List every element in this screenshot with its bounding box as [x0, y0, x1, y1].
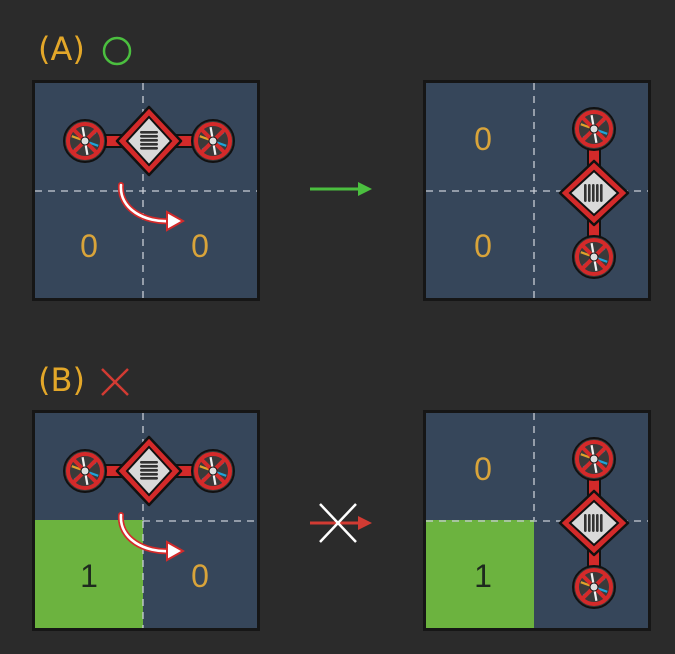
cell-value-left-bottom: 0	[474, 228, 492, 264]
rotor-icon	[191, 449, 235, 493]
rotor-icon	[63, 449, 107, 493]
occupied-cell	[426, 520, 534, 628]
rotor-icon	[63, 119, 107, 163]
rotor-icon	[572, 437, 616, 481]
cell-value-left-top: 0	[474, 451, 492, 487]
drone-icon	[63, 435, 235, 507]
row-a-label: (A)	[38, 33, 85, 65]
panel-b-before: 1 0	[32, 410, 260, 631]
cell-value-right-bottom: 0	[191, 228, 209, 264]
panel-a-before: 0 0	[32, 80, 260, 301]
rotor-icon	[572, 565, 616, 609]
cell-value-right-bottom: 0	[191, 558, 209, 594]
row-b-label: (B)	[38, 364, 85, 396]
panel-a-after: 0 0	[423, 80, 651, 301]
cross-icon	[101, 368, 129, 396]
crossed-arrow-icon	[310, 503, 372, 543]
occupied-cell	[35, 520, 143, 628]
panel-b-after: 0 1	[423, 410, 651, 631]
cell-value-left-bottom: 0	[80, 228, 98, 264]
cell-value-left-top: 0	[474, 121, 492, 157]
rotor-icon	[572, 107, 616, 151]
drone-icon	[558, 107, 630, 279]
rotation-arrow-icon	[117, 512, 185, 562]
rotor-icon	[191, 119, 235, 163]
grid-lines	[35, 83, 257, 298]
drone-icon	[558, 437, 630, 609]
row-b-label-text: (B)	[38, 361, 85, 399]
rotor-icon	[572, 235, 616, 279]
row-a-label-text: (A)	[38, 30, 85, 68]
drone-icon	[63, 105, 235, 177]
rotation-arrow-icon	[117, 182, 185, 232]
cell-value-left-bottom: 1	[474, 558, 492, 594]
circle-icon	[102, 36, 132, 66]
green-arrow-icon	[310, 182, 372, 196]
cell-value-left-bottom: 1	[80, 558, 98, 594]
